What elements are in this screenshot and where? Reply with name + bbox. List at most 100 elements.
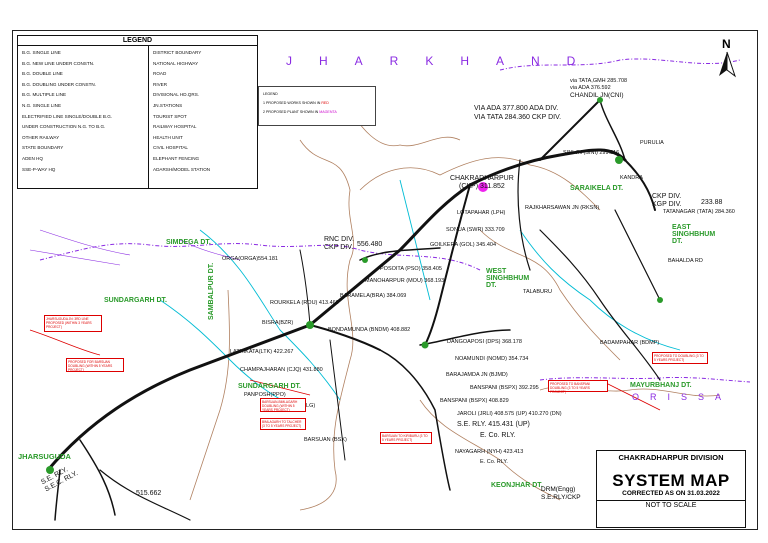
station-label: RAJKHARSAWAN JN (RKSN) [525, 205, 600, 211]
station-label: TATANAGAR (TATA) 284.360 [663, 209, 735, 215]
legend-item: UNDER CONSTRUCTION N.G. TO B.G. [22, 124, 106, 130]
rivers [159, 179, 681, 411]
chakradharpur-hq-label: CHAKRADHARPUR (CKP) 311.852 [450, 175, 514, 191]
district-label: KEONJHAR DT. [491, 482, 543, 489]
legend-title: LEGEND [18, 36, 257, 46]
junction-text: CHANDIL JN(CNI) [570, 92, 624, 99]
station-label: KANDRA [620, 175, 643, 181]
legend-item: DIVISIONAL HD.QRS. [153, 92, 200, 98]
station-label: DANGOAPOSI (DPS) 368.178 [447, 339, 522, 345]
station-label: BAHALDA RD [668, 258, 703, 264]
district-boundaries [189, 99, 721, 511]
legend-item: HEALTH UNIT [153, 134, 183, 140]
rnc-km-label: 556.480 [357, 241, 383, 248]
district-label: MAYURBHANJ DT. [630, 382, 692, 389]
station-label: BONDAMUNDA (BNDM) 408.882 [328, 327, 411, 333]
station-label: NOAMUNDI (NOMD) 354.734 [455, 356, 529, 362]
proposed-work-box: BARSUAN-BIMLAGARH DOUBLING (WITHIN 5 YEA… [260, 398, 306, 412]
jharsuguda-label: JHARSUGUDA [18, 452, 71, 461]
note-line-1: 1 PROPOSED WORKS SHOWN IN RED [263, 99, 371, 108]
legend-item: B.G. MULTIPLE LINE [22, 92, 67, 98]
legend-item: SSE-P-WAY HQ [22, 166, 56, 172]
legend-item: ADARSH/MODEL STATION [153, 166, 211, 172]
junction-marker [46, 466, 54, 474]
station-label: MANOHARPUR (MOU) 368.193 [365, 278, 445, 284]
legend-item: ROAD [153, 71, 167, 77]
legend-item: N.G. SINGLE LINE [22, 102, 62, 108]
legend-divider [148, 45, 149, 188]
proposed-work-box: PROPOSED TO DOUBLING (3 TO 5 YEARS PROJE… [652, 352, 708, 364]
title-block: CHAKRADHARPUR DIVISION SYSTEM MAP CORREC… [596, 450, 746, 528]
junction-marker [597, 97, 603, 103]
proposed-work-box: BIMLAGARH TO TALCHER (3 TO 5 YEARS PROJE… [260, 418, 306, 430]
note-line-2-text: 2 PROPOSED PLANT SHOWN IN [263, 110, 319, 114]
scale-note: NOT TO SCALE [597, 500, 745, 509]
proposed-work-box: PROPOSED TO BANSPANI DOUBLING (3 TO 5 YE… [548, 380, 608, 394]
state-label-orissa: ORISSA [632, 392, 733, 402]
legend-box: LEGEND B.G. SINGLE LINE B.G. NEW LINE UN… [17, 35, 258, 189]
ecor-label: E. Co. RLY. [480, 432, 516, 439]
kgp-km-label: 233.88 [701, 199, 723, 206]
proposed-work-box: PROPOSED FOR BARSUAN DOUBLING (WITHIN 5 … [66, 358, 124, 372]
division-name: CHAKRADHARPUR DIVISION [618, 453, 724, 462]
proposed-works [29, 329, 661, 411]
proposed-note-box: LEGEND 1 PROPOSED WORKS SHOWN IN RED 2 P… [258, 86, 376, 126]
junction-text: via TATA,GMH 285.708 [570, 78, 628, 84]
station-label: JAROLI (JRLI) 408.575 (UP) 410.270 (DN) [457, 411, 562, 417]
note-magenta-label: MAGENTA [319, 110, 337, 114]
station-label: ORGA(ORGA)554.181 [222, 256, 278, 262]
divisional-hq-marker [478, 182, 488, 192]
note-line-1-text: 1 PROPOSED WORKS SHOWN IN [263, 101, 321, 105]
nayagarh-label: NAYAGARH (NYH) 423.413 [455, 449, 524, 455]
note-title: LEGEND [263, 92, 278, 96]
legend-item: DISTRICT BOUNDARY [153, 50, 202, 55]
legend-item: B.G. DOUBLING UNDER CONSTN. [22, 81, 97, 87]
junction-marker [362, 257, 368, 263]
kgp-ckp-division-label: CKP DIV. KGP DIV. [652, 193, 682, 209]
legend-item: ADEN HQ [22, 155, 43, 161]
station-label: BISRA(BZR) [262, 320, 294, 326]
legend-item: ELEPHANT FENCING [153, 155, 200, 161]
north-arrow-icon: N [719, 37, 736, 78]
station-label: SONUA (SWR) 333.709 [446, 227, 505, 233]
station-label: CHAMPAJHARAN (CJQ) 431.880 [240, 367, 323, 373]
junction-text: VIA TATA 284.360 CKP DIV. [474, 113, 562, 121]
junction-marker [615, 156, 623, 164]
note-line-2: 2 PROPOSED PLANT SHOWN IN MAGENTA [263, 108, 371, 117]
drm-line: S.E.RLY/CKP [541, 493, 581, 501]
station-label: LOTAPAHAR (LPH) [457, 210, 506, 216]
station-label: PANPOSH(PPO) [244, 392, 286, 398]
junction-text: KGP DIV. [652, 201, 682, 208]
roads [29, 229, 241, 266]
legend-item: RIVER [153, 81, 168, 87]
note-red-label: RED [321, 101, 329, 105]
junction-marker [657, 297, 663, 303]
legend-item: TOURIST SPOT [153, 113, 187, 119]
chandil-junction-label: via TATA,GMH 285.708 via ADA 376.592 CHA… [570, 78, 627, 99]
station-label: TALABURU [523, 289, 552, 295]
legend-item: STATE BOUNDARY [22, 145, 64, 151]
legend-item: B.G. NEW LINE UNDER CONSTN. [22, 60, 95, 66]
junction-marker [306, 321, 314, 329]
station-label: BARAMELA(BRA) 384.069 [340, 293, 407, 299]
district-label: SIMDEGA DT. [166, 239, 211, 246]
map-title: SYSTEM MAP [612, 471, 730, 490]
north-label: N [722, 37, 731, 51]
ser-415-label: S.E. RLY. 415.431 (UP) [457, 421, 530, 428]
ecor-label-2: E. Co. RLY. [480, 459, 508, 465]
proposed-work-box: JHARSUGUDA JN: 3RD LINE PROPOSED (WITHIN… [44, 315, 102, 332]
legend-item: B.G. SINGLE LINE [22, 50, 61, 55]
junction-text: (CKP) 311.852 [459, 183, 505, 190]
division-boundary-label: VIA ADA 377.800 ADA DIV. VIA TATA 284.36… [474, 105, 561, 122]
station-label: ROURKELA (ROU) 413.460 [270, 300, 339, 306]
legend-item: CIVIL HOSPITAL [153, 145, 188, 151]
legend-item: B.G. DOUBLE LINE [22, 71, 63, 77]
legend-item: RAILWAY HOSPITAL [153, 124, 197, 130]
district-label: SUNDARGARH DT. [238, 383, 301, 390]
district-label: SAMBALPUR DT. [208, 262, 215, 320]
legend-right-column: DISTRICT BOUNDARY NATIONAL HIGHWAY ROAD … [153, 48, 255, 175]
railway-lines [46, 99, 661, 521]
sec-km-label: 515.662 [136, 490, 162, 497]
junction-text: via ADA 376.592 [570, 85, 611, 91]
rnc-ckp-division-label: RNC DIV. CKP DIV. [324, 236, 354, 252]
